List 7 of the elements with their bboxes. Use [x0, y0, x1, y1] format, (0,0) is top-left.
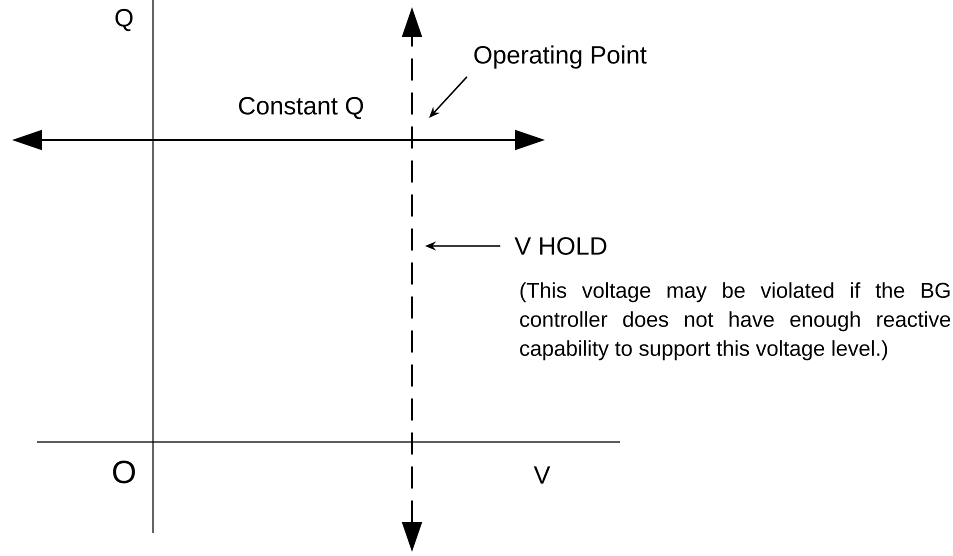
axis-label: O — [113, 460, 135, 484]
label-text: Operating Point — [474, 45, 647, 69]
axis-label: Q — [115, 8, 133, 32]
line-label: Constant Q — [239, 96, 363, 120]
axis-label: V — [534, 466, 550, 484]
label-text: V HOLD — [514, 237, 606, 255]
note-text: (This voltage may be violated if the BG controller does not have enough reactive capability to support this voltage level.) — [520, 282, 950, 360]
